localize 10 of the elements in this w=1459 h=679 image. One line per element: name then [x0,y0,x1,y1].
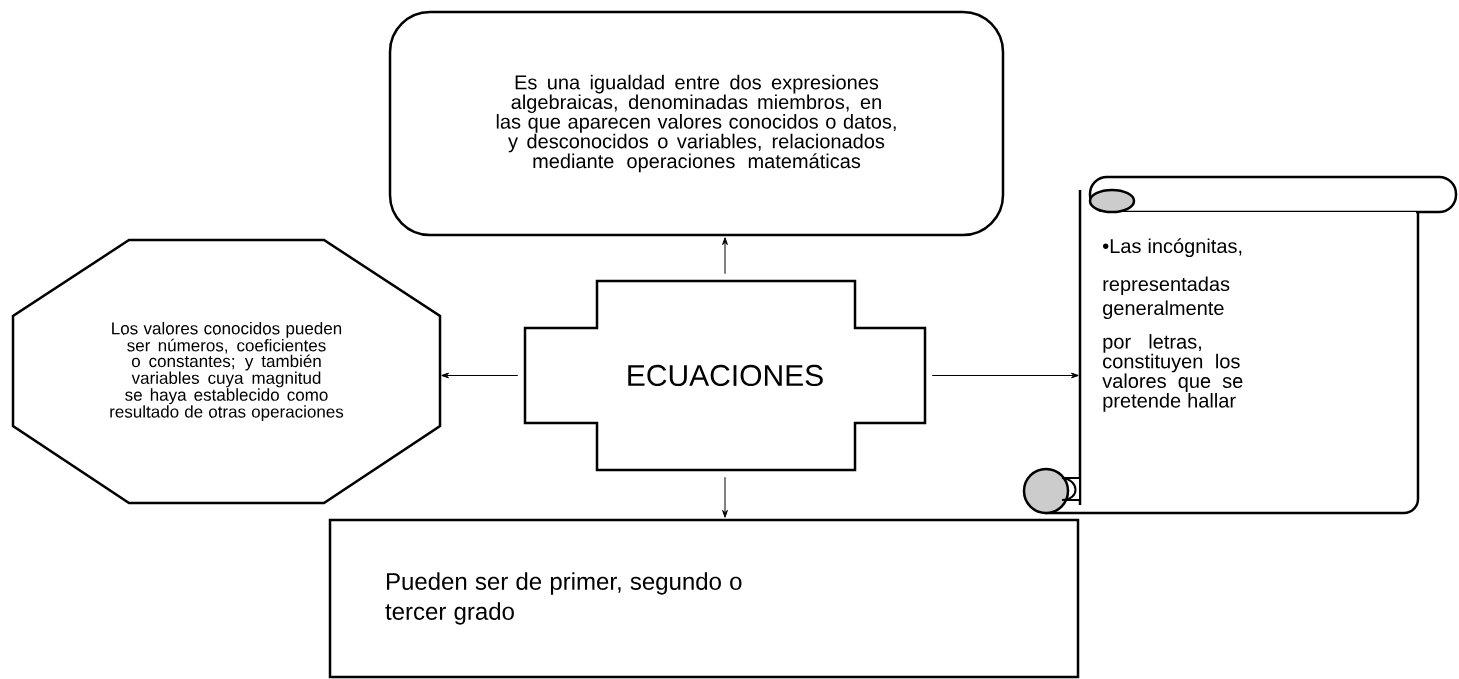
node-label: •Las incógnitas, [1102,238,1242,258]
arrow [441,372,519,379]
rectangle-box: Pueden ser de primer, segundo o tercer grado [328,518,1080,679]
node-label: por letras, constituyen los valores que se pretende hallar [1102,334,1243,412]
arrow [722,476,728,518]
rounded-box: Es una igualdad entre dos expresiones algebraicas, denominadas miembros, en las que aparecen valores conocidos o datos, y desconocidos o variables, relacionados mediante operaciones matemáticas [388,10,1005,237]
octagon: Los valores conocidos pueden ser números, coeficientes o constantes; y también variables cuya magnitud se haya establecido como resultado de otras operaciones [11,238,442,505]
arrow [722,237,728,275]
arrow [931,372,1079,379]
node-label: representadas generalmente [1103,276,1230,320]
